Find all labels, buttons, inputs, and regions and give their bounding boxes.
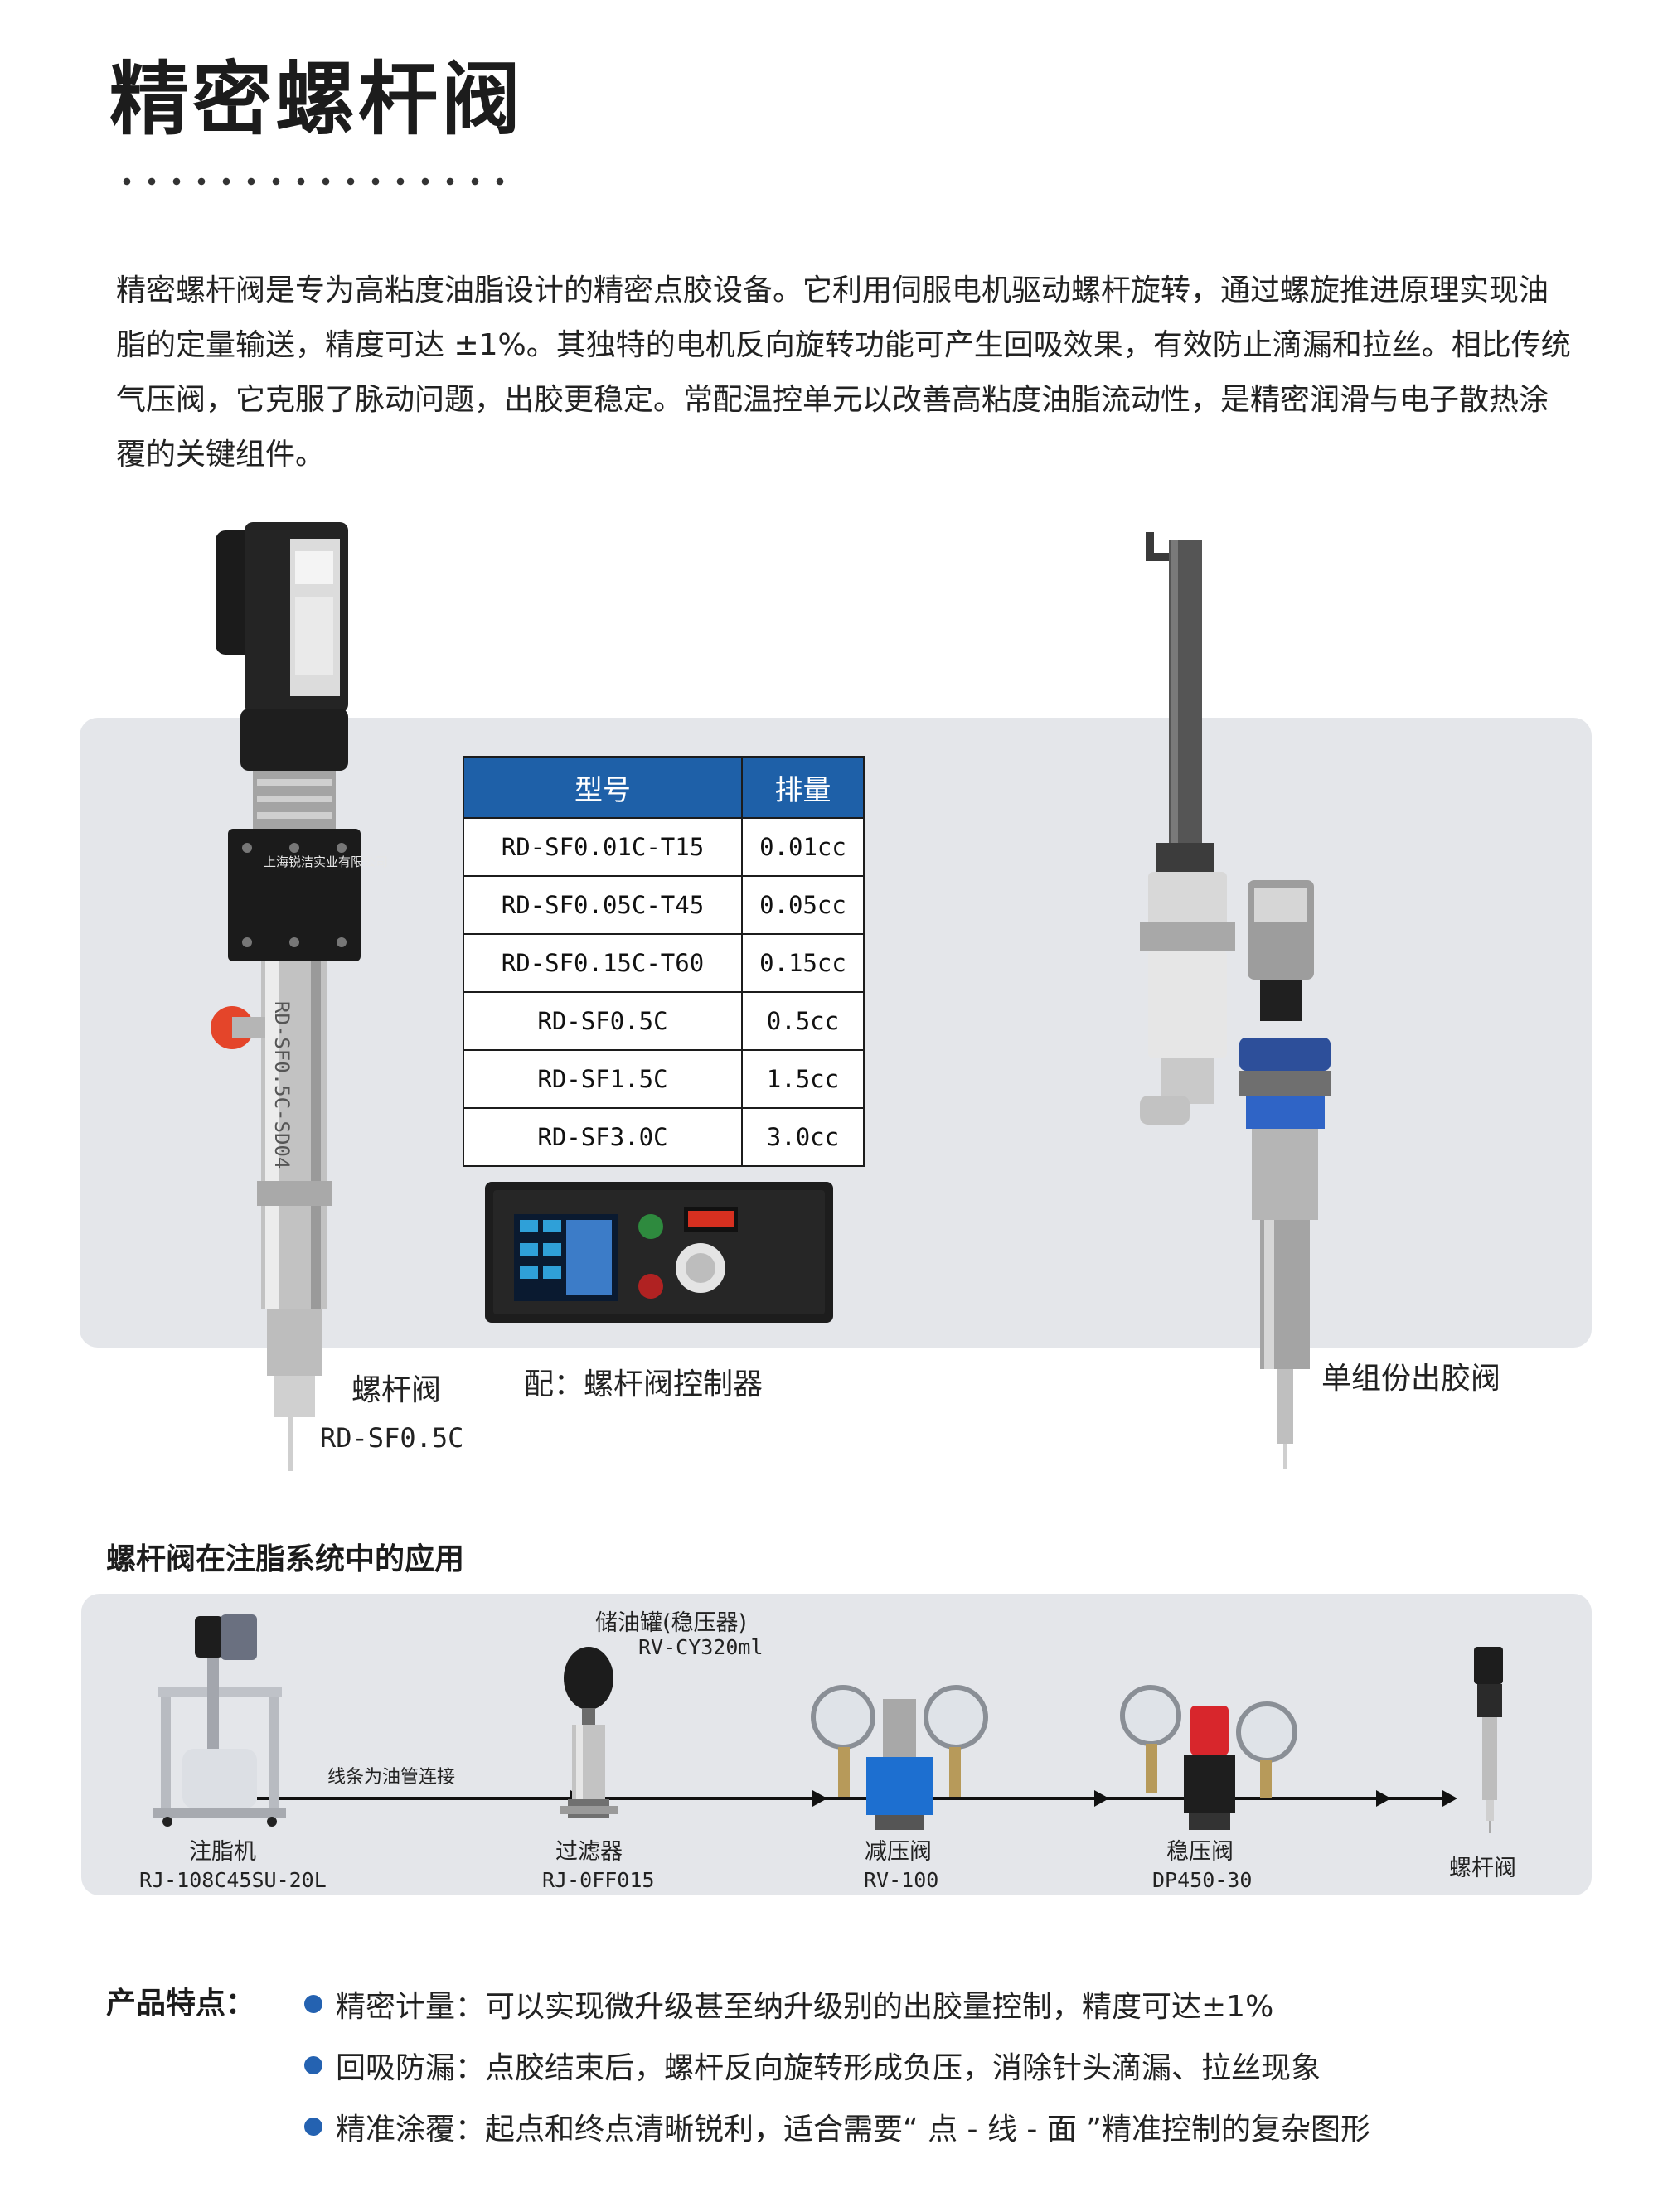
spec-cell-displacement: 0.01cc	[740, 817, 865, 877]
screw-valve-system-label: 螺杆阀	[1449, 1856, 1516, 1881]
block-brand-label: 上海锐洁实业有限公司	[264, 854, 389, 869]
screw-valve-caption: 螺杆阀	[351, 1373, 442, 1407]
grease-machine-label: 注脂机	[189, 1839, 256, 1865]
grease-machine-image	[153, 1614, 286, 1827]
feature-item: 精准涂覆：起点和终点清晰锐利，适合需要“ 点 - 线 - 面 ”精准控制的复杂图…	[304, 2105, 1370, 2148]
spec-cell-displacement: 3.0cc	[740, 1107, 865, 1167]
spec-cell-model: RD-SF1.5C	[463, 1049, 743, 1109]
stabilizing-valve-label: 稳压阀	[1166, 1839, 1234, 1865]
bullet-icon	[304, 2056, 322, 2074]
feature-item: 精密计量：可以实现微升级甚至纳升级别的出胶量控制，精度可达±1%	[304, 1982, 1274, 2026]
spec-cell-model: RD-SF0.05C-T45	[463, 875, 743, 935]
stabilizing-valve-model: DP450-30	[1152, 1868, 1253, 1892]
controller-image	[485, 1182, 833, 1323]
filter-model: RJ-0FF015	[542, 1868, 655, 1892]
spec-header-model: 型号	[463, 756, 743, 819]
spec-cell-model: RD-SF0.5C	[463, 991, 743, 1051]
single-valve-caption: 单组份出胶阀	[1321, 1362, 1501, 1396]
intro-paragraph: 精密螺杆阀是专为高粘度油脂设计的精密点胶设备。它利用伺服电机驱动螺杆旋转，通过螺…	[116, 273, 1571, 472]
grease-machine-model: RJ-108C45SU-20L	[139, 1868, 327, 1892]
screw-valve-model: RD-SF0.5C	[320, 1422, 464, 1454]
system-heading: 螺杆阀在注脂系统中的应用	[106, 1542, 465, 1576]
feature-text: 精准涂覆：起点和终点清晰锐利，适合需要“ 点 - 线 - 面 ”精准控制的复杂图…	[336, 2113, 1370, 2147]
spec-header-displacement: 排量	[740, 756, 865, 819]
mini-screw-valve-image	[1474, 1647, 1503, 1833]
pressure-reducing-valve-image	[811, 1685, 988, 1830]
screw-valve-image	[211, 522, 361, 1471]
feature-text: 回吸防漏：点胶结束后，螺杆反向旋转形成负压，消除针头滴漏、拉丝现象	[336, 2051, 1321, 2085]
filter-tank-image	[560, 1647, 618, 1818]
controller-caption: 配：螺杆阀控制器	[524, 1367, 764, 1401]
reducing-valve-model: RV-100	[864, 1868, 939, 1892]
page-title: 精密螺杆阀	[109, 53, 524, 146]
spec-cell-displacement: 0.15cc	[740, 933, 865, 993]
spec-cell-displacement: 1.5cc	[740, 1049, 865, 1109]
pipe-note: 线条为油管连接	[327, 1767, 456, 1788]
title-dotted-divider	[114, 177, 504, 186]
features-heading: 产品特点：	[106, 1987, 256, 2021]
feature-text: 精密计量：可以实现微升级甚至纳升级别的出胶量控制，精度可达±1%	[336, 1990, 1274, 2024]
feature-item: 回吸防漏：点胶结束后，螺杆反向旋转形成负压，消除针头滴漏、拉丝现象	[304, 2044, 1321, 2087]
valve-body-engraving: RD-SF0.5C-SD04	[270, 1001, 293, 1169]
spec-cell-model: RD-SF0.15C-T60	[463, 933, 743, 993]
spec-cell-displacement: 0.05cc	[740, 875, 865, 935]
bullet-icon	[304, 1995, 322, 2013]
bullet-icon	[304, 2118, 322, 2136]
single-component-valve-image	[1140, 532, 1331, 1469]
tank-label: 储油罐(稳压器)	[595, 1610, 748, 1636]
filter-label: 过滤器	[555, 1839, 623, 1865]
spec-cell-displacement: 0.5cc	[740, 991, 865, 1051]
spec-table-header-row: 型号 排量	[463, 756, 865, 819]
spec-cell-model: RD-SF3.0C	[463, 1107, 743, 1167]
tank-model: RV-CY320ml	[638, 1635, 764, 1659]
spec-cell-model: RD-SF0.01C-T15	[463, 817, 743, 877]
pressure-stabilizing-valve-image	[1120, 1685, 1297, 1830]
reducing-valve-label: 减压阀	[865, 1839, 932, 1865]
